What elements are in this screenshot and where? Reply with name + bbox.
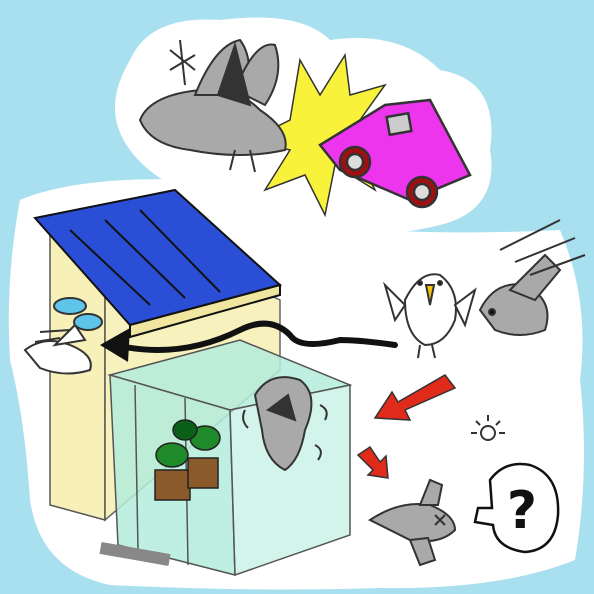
glass-conservatory-icon: [110, 340, 350, 575]
question-mark: ?: [507, 481, 537, 541]
